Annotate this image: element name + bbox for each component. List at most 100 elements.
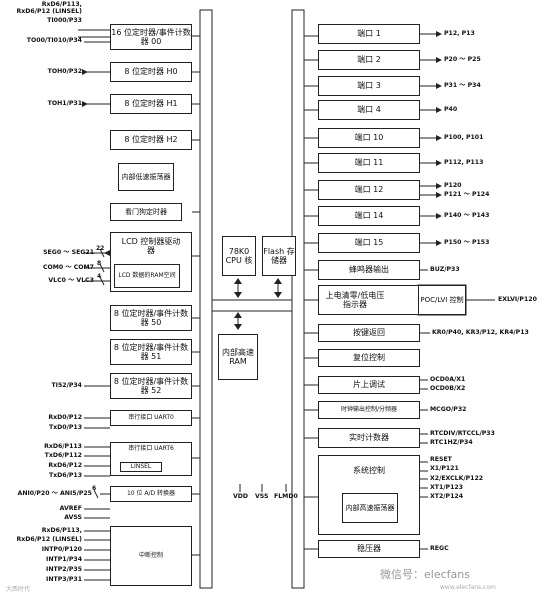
pin-label: OCD0A/X1: [430, 376, 466, 383]
footer-url: www.elecfans.com: [440, 584, 496, 591]
pin-label: RxD6/P113,: [41, 527, 82, 534]
adc-label: 10 位 A/D 转换器: [126, 489, 176, 497]
port11-block: 端口 11: [318, 153, 420, 173]
timer50-label: 8 位定时器/事件计数器 50: [113, 308, 189, 327]
timer-h0-block: 8 位定时器 H0: [110, 62, 192, 82]
port12-label: 端口 12: [354, 185, 384, 195]
poc-lvi-label: 上电清零/低电压指示器: [325, 290, 385, 309]
uart0-block: 串行接口 UART0: [110, 410, 192, 426]
pin-label: KR0/P40, KR3/P12, KR4/P13: [432, 329, 529, 336]
pin-label: P12, P13: [444, 30, 475, 37]
footer-left: 大西时代: [6, 586, 31, 593]
pin-label: RxD6/P12 (LINSEL): [16, 536, 82, 543]
pin-label: X2/EXCLK/P122: [430, 475, 484, 482]
pin-label: RxD6/P113,: [41, 1, 82, 8]
rtc-label: 实时计数器: [349, 433, 389, 443]
pin-label: TxD6/P112: [44, 452, 82, 459]
pin-label: RxD6/P12: [48, 462, 82, 469]
ram-label: 内部高速 RAM: [222, 347, 254, 366]
system-control-label: 系统控制: [353, 466, 385, 475]
pin-label: AVREF: [59, 505, 82, 512]
watchdog-block: 看门狗定时器: [110, 203, 182, 221]
timer52-label: 8 位定时器/事件计数器 52: [113, 376, 189, 395]
rtc-block: 实时计数器: [318, 428, 420, 448]
adc-count: 6: [92, 485, 97, 492]
timer-h1-label: 8 位定时器 H1: [124, 99, 178, 109]
ocd-block: 片上调试: [318, 376, 420, 394]
pin-label: BUZ/P33: [430, 266, 460, 273]
adc-block: 10 位 A/D 转换器: [110, 486, 192, 502]
com-count: 8: [97, 260, 102, 267]
port10-label: 端口 10: [354, 133, 384, 143]
pin-label: RxD6/P12 (LINSEL): [16, 8, 82, 15]
pin-label: MCGO/P32: [430, 406, 467, 413]
cpu-core-label: 78K0 CPU 核: [225, 246, 253, 265]
timer00-block: 16 位定时器/事件计数器 00: [110, 24, 192, 50]
linsel-label: LINSEL: [130, 462, 152, 470]
timer00-label: 16 位定时器/事件计数器 00: [111, 27, 191, 46]
buzzer-label: 蜂鸣器输出: [349, 265, 389, 275]
pin-label: AVSS: [64, 514, 82, 521]
pin-label: RTCDIV/RTCCL/P33: [430, 430, 495, 437]
uart6-label: 串行接口 UART6: [128, 445, 174, 452]
port4-label: 端口 4: [357, 105, 381, 115]
pin-label: X1/P121: [430, 465, 459, 472]
flash-memory-label: Flash 存储器: [263, 246, 295, 265]
pin-label: P140 ～ P143: [444, 212, 490, 219]
pin-label: XT2/P124: [430, 493, 464, 500]
linsel-block: LINSEL: [120, 462, 162, 472]
timer52-block: 8 位定时器/事件计数器 52: [110, 373, 192, 399]
pin-label: P120: [444, 182, 462, 189]
port14-block: 端口 14: [318, 206, 420, 226]
key-return-label: 按键返回: [353, 328, 385, 338]
pin-label: TI52/P34: [51, 382, 82, 389]
pin-label: P112, P113: [444, 159, 484, 166]
pin-label: EXLVI/P120: [498, 296, 537, 303]
port2-label: 端口 2: [357, 55, 381, 65]
pin-label: SEG0 ～ SEG21: [43, 249, 94, 256]
pin-label: P150 ～ P153: [444, 239, 490, 246]
ram-block: 内部高速 RAM: [218, 334, 258, 380]
pin-label: P20 ～ P25: [444, 56, 481, 63]
poc-lvi-control-block: POC/LVI 控制: [418, 285, 466, 315]
ocd-label: 片上调试: [353, 380, 385, 390]
pin-label: ANI0/P20 ～ ANI5/P25: [17, 490, 92, 497]
timer-h1-block: 8 位定时器 H1: [110, 94, 192, 114]
port3-label: 端口 3: [357, 81, 381, 91]
regulator-block: 稳压器: [318, 540, 420, 558]
pin-label: VLC0 ～ VLC3: [48, 277, 94, 284]
pin-label: TxD0/P13: [48, 424, 82, 431]
pin-label: COM0 ～ COM7: [42, 264, 94, 271]
pin-label: P121 ～ P124: [444, 191, 490, 198]
high-speed-osc-block: 内部高速振荡器: [342, 493, 398, 523]
uart0-label: 串行接口 UART0: [128, 413, 174, 421]
port1-block: 端口 1: [318, 24, 420, 44]
timer51-block: 8 位定时器/事件计数器 51: [110, 339, 192, 365]
interrupt-block: 中断控制: [110, 526, 192, 586]
reset-control-label: 复位控制: [353, 353, 385, 363]
cpu-core-block: 78K0 CPU 核: [222, 236, 256, 276]
flmd0-label: FLMD0: [274, 493, 298, 500]
pin-label: RxD6/P113: [44, 443, 82, 450]
pin-label: RESET: [430, 456, 452, 463]
lcd-ram-block: LCD 数据的RAM空间: [114, 264, 180, 288]
vss-label: VSS: [255, 493, 269, 500]
port3-block: 端口 3: [318, 76, 420, 96]
timer51-label: 8 位定时器/事件计数器 51: [113, 342, 189, 361]
timer-h2-label: 8 位定时器 H2: [124, 135, 178, 145]
pin-label: INTP1/P34: [46, 556, 82, 563]
timer-h2-block: 8 位定时器 H2: [110, 130, 192, 150]
right-bus: [291, 9, 305, 589]
flash-memory-block: Flash 存储器: [262, 236, 296, 276]
port11-label: 端口 11: [354, 158, 384, 168]
watchdog-label: 看门狗定时器: [125, 207, 167, 216]
lcd-ram-label: LCD 数据的RAM空间: [118, 271, 176, 279]
pin-label: REGC: [430, 545, 449, 552]
clock-output-block: 时钟输出控制/分频器: [318, 401, 420, 419]
poc-lvi-block: 上电清零/低电压指示器: [318, 285, 420, 315]
clock-output-label: 时钟输出控制/分频器: [340, 405, 398, 413]
low-speed-osc-label: 内部低速振荡器: [121, 172, 171, 181]
high-speed-osc-label: 内部高速振荡器: [345, 503, 395, 512]
